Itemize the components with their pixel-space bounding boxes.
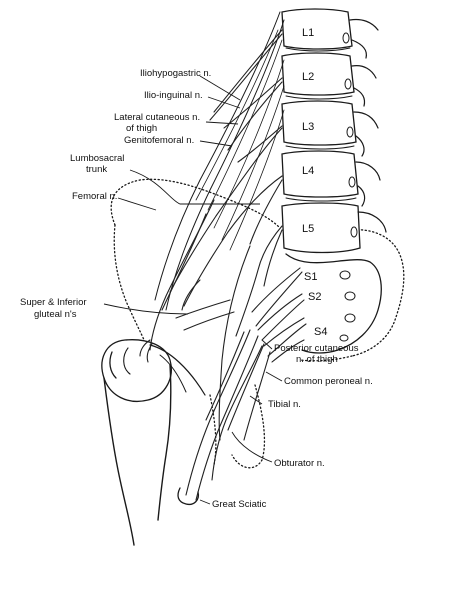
- label-gluteal-1: Super & Inferior: [20, 297, 87, 308]
- sacral-label-s2: S2: [308, 291, 321, 303]
- vertebra-label-l1: L1: [302, 27, 314, 39]
- label-posterior-cutaneous-2: n. of thigh: [296, 354, 338, 365]
- nerve-bundle: [139, 29, 307, 506]
- leader-lines: [103, 75, 283, 505]
- label-lumbosacral-2: trunk: [86, 164, 107, 175]
- vertebra-l4: [281, 150, 359, 198]
- sacral-label-s1: S1: [304, 271, 317, 283]
- vertebra-labels: L1 L2 L3 L4 L5: [302, 27, 314, 235]
- vertebral-column-icon: [281, 8, 387, 354]
- label-lateral-cutaneous-1: Lateral cutaneous n.: [114, 112, 200, 123]
- vertebra-l5: [281, 202, 361, 254]
- psoas-muscle: [154, 11, 285, 311]
- vertebra-label-l2: L2: [302, 71, 314, 83]
- label-gluteal-2: gluteal n's: [34, 309, 77, 320]
- label-great-sciatic: Great Sciatic: [212, 499, 267, 510]
- vertebra-l1: [281, 8, 353, 50]
- sacral-labels: S1 S2 S4: [304, 271, 327, 338]
- label-femoral: Femoral n.: [72, 191, 117, 202]
- label-ilioinguinal: Ilio-inguinal n.: [144, 90, 203, 101]
- label-genitofemoral: Genitofemoral n.: [124, 135, 194, 146]
- nerve-labels: Iliohypogastric n. Ilio-inguinal n. Late…: [20, 68, 373, 510]
- label-posterior-cutaneous-1: Posterior cutaneous: [274, 343, 359, 354]
- label-obturator: Obturator n.: [274, 458, 325, 469]
- label-lateral-cutaneous-2: of thigh: [126, 123, 157, 134]
- label-iliohypogastric: Iliohypogastric n.: [140, 68, 211, 79]
- sacral-label-s4: S4: [314, 326, 327, 338]
- label-tibial: Tibial n.: [268, 399, 301, 410]
- vertebra-label-l3: L3: [302, 121, 314, 133]
- label-common-peroneal: Common peroneal n.: [284, 376, 373, 387]
- vertebra-label-l4: L4: [302, 165, 314, 177]
- femur-icon: [101, 339, 206, 546]
- vertebra-l2: [281, 52, 355, 96]
- sacrum: [285, 253, 382, 354]
- vertebra-label-l5: L5: [302, 223, 314, 235]
- vertebra-l3: [281, 100, 357, 146]
- label-lumbosacral-1: Lumbosacral: [70, 153, 124, 164]
